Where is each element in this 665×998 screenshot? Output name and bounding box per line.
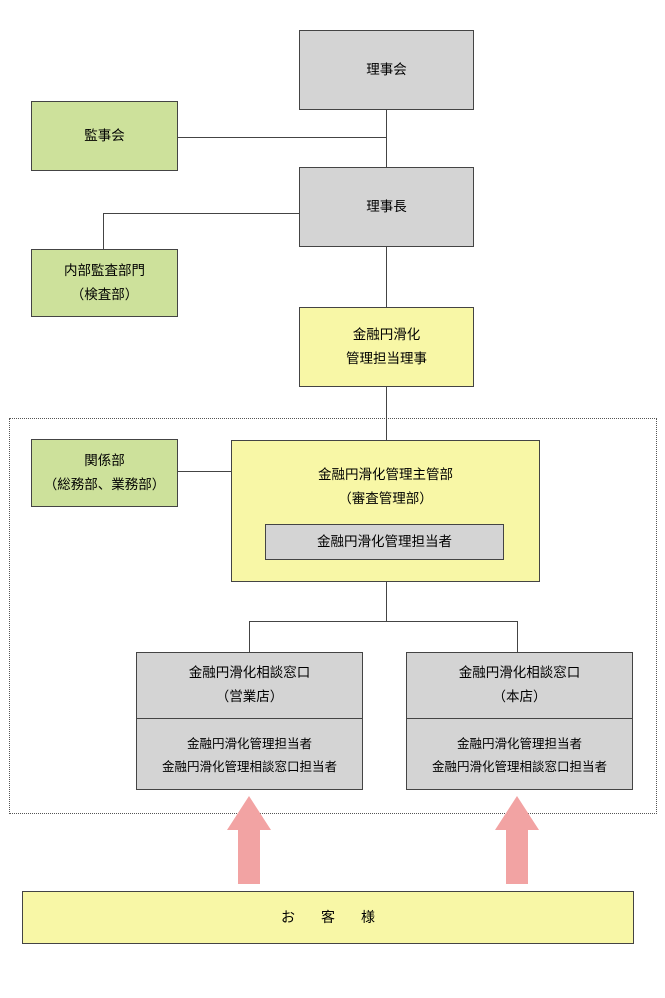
internal-audit-box: 内部監査部門 （検査部） [31,249,178,317]
auditors-label: 監事会 [84,128,125,144]
director-box: 金融円滑化 管理担当理事 [299,307,474,387]
hq-window-title: 金融円滑化相談窓口 （本店） [406,652,633,718]
dotted-boundary [9,418,657,814]
main-dept-officer-box: 金融円滑化管理担当者 [265,524,504,560]
auditors-box: 監事会 [31,101,178,171]
customer-box: お客様 [22,891,634,944]
connector-auditors [178,137,387,138]
connector-board-chairman [386,110,387,167]
main-dept-officer-label: 金融円滑化管理担当者 [317,534,452,550]
main-dept-box: 金融円滑化管理主管部 （審査管理部） [231,440,540,582]
connector-internal-audit-v [103,213,104,249]
up-arrow-left-icon [227,796,271,884]
related-depts-box: 関係部 （総務部、業務部） [31,439,178,507]
hq-window-box [406,652,633,790]
branch-window-staff: 金融円滑化管理担当者 金融円滑化管理相談窓口担当者 [136,719,363,790]
hq-window-staff-line2: 金融円滑化管理相談窓口担当者 [431,758,607,774]
connector-director-main [386,387,387,440]
director-label-line1: 金融円滑化 [352,327,421,343]
hq-window-staff-line1: 金融円滑化管理担当者 [456,735,582,751]
related-depts-label: 関係部 [84,453,125,469]
chairman-box: 理事長 [299,167,474,247]
branch-window-staff-line1: 金融円滑化管理担当者 [186,735,312,751]
connector-branch-right [517,621,518,652]
main-dept-label: 金融円滑化管理主管部 [318,467,453,483]
connector-chairman-director [386,247,387,307]
hq-window-divider [406,718,633,719]
hq-window-staff: 金融円滑化管理担当者 金融円滑化管理相談窓口担当者 [406,719,633,790]
main-dept-sublabel: （審査管理部） [338,491,433,507]
branch-window-title-line2: （営業店） [215,689,284,705]
connector-branch-left [249,621,250,652]
internal-audit-label: 内部監査部門 [64,263,145,279]
branch-window-divider [136,718,363,719]
connector-main-down [386,582,387,622]
director-label-line2: 管理担当理事 [346,351,427,367]
branch-window-title-line1: 金融円滑化相談窓口 [188,665,311,681]
related-depts-sublabel: （総務部、業務部） [43,477,166,493]
connector-branch-split [249,621,518,622]
up-arrow-right-icon [495,796,539,884]
internal-audit-sublabel: （検査部） [70,287,139,303]
branch-window-staff-line2: 金融円滑化管理相談窓口担当者 [161,758,337,774]
hq-window-title-line1: 金融円滑化相談窓口 [458,665,581,681]
chairman-label: 理事長 [366,199,407,215]
connector-related-depts [178,471,231,472]
connector-internal-audit-h [103,213,299,214]
board-box: 理事会 [299,30,474,110]
hq-window-title-line2: （本店） [492,689,547,705]
branch-window-box [136,652,363,790]
board-label: 理事会 [366,62,407,78]
branch-window-title: 金融円滑化相談窓口 （営業店） [136,652,363,718]
customer-label: お客様 [281,909,401,926]
